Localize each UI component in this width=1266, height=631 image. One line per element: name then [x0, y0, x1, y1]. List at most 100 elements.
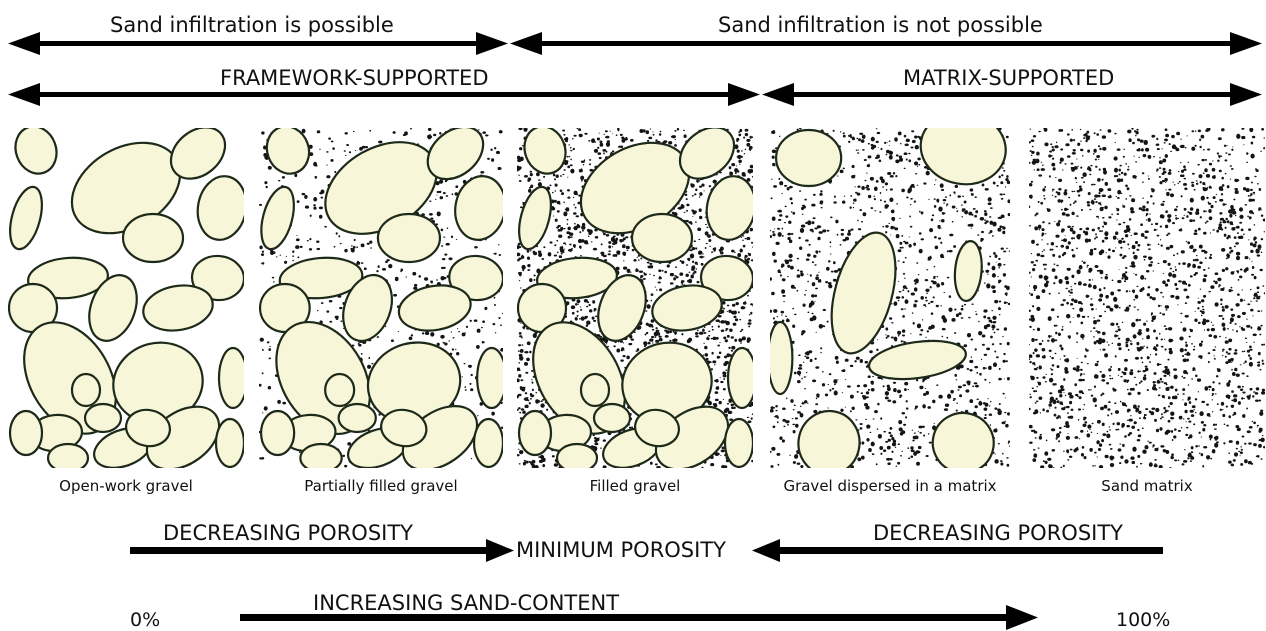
sand-grain: [599, 141, 602, 144]
sand-grain: [850, 410, 852, 412]
sand-grain: [797, 463, 801, 465]
sand-grain: [329, 300, 333, 302]
sand-grain: [645, 333, 647, 335]
sand-grain: [1005, 397, 1006, 398]
sand-grain: [925, 337, 927, 338]
sand-grain: [494, 304, 496, 306]
sand-grain: [773, 317, 775, 319]
sand-grain: [531, 370, 533, 372]
sand-grain: [1000, 181, 1003, 184]
sand-grain: [559, 255, 562, 258]
sand-grain: [413, 287, 417, 290]
sand-grain: [588, 235, 589, 237]
sand-grain: [304, 195, 307, 199]
sand-grain: [910, 204, 912, 205]
sand-grain: [902, 335, 905, 337]
sand-grain: [805, 239, 809, 241]
sand-grain: [580, 309, 582, 311]
sand-grain: [954, 332, 956, 334]
sand-grain: [280, 255, 282, 256]
sand-grain: [662, 270, 664, 272]
sand-grain: [892, 400, 896, 403]
sand-grain: [770, 310, 772, 313]
sand-grain: [964, 201, 967, 204]
sand-grain: [941, 282, 944, 285]
sand-grain: [932, 400, 935, 404]
sand-grain: [535, 392, 537, 393]
sand-grain: [1002, 226, 1004, 227]
sand-grain: [268, 348, 270, 351]
sand-grain: [711, 251, 713, 253]
sand-grain: [926, 269, 928, 270]
sand-grain: [947, 394, 951, 399]
sand-grain: [997, 409, 1001, 412]
sand-grain: [367, 243, 370, 245]
sand-grain: [998, 443, 1000, 445]
sand-grain: [519, 335, 522, 337]
sand-grain: [864, 403, 868, 406]
sand-grain: [804, 400, 807, 403]
sand-grain: [470, 320, 472, 322]
sand-grain: [863, 395, 867, 400]
sand-grain: [699, 192, 702, 196]
sand-grain: [907, 290, 909, 292]
sand-grain: [860, 427, 863, 430]
sand-grain: [862, 149, 865, 151]
sand-grain: [621, 349, 623, 351]
sand-grain: [743, 302, 747, 305]
sand-grain: [705, 224, 707, 225]
gravel-pebble: [325, 374, 354, 406]
sand-grain: [499, 130, 503, 133]
sand-grain: [649, 273, 650, 275]
sand-grain: [784, 222, 786, 223]
sand-grain: [797, 290, 799, 292]
sand-grain: [716, 453, 720, 456]
sand-grain: [648, 266, 649, 267]
sand-grain: [871, 137, 875, 142]
sand-grain: [906, 158, 908, 160]
sand-grain: [998, 258, 1000, 260]
sand-grain: [659, 276, 660, 277]
sand-grain: [816, 332, 817, 333]
sand-grain: [814, 358, 816, 360]
sand-grain: [917, 185, 919, 186]
sand-grain: [887, 462, 890, 465]
sand-grain: [993, 182, 996, 185]
sand-grain: [970, 188, 974, 191]
sand-grain: [951, 318, 955, 322]
sand-grain: [358, 344, 361, 347]
sand-grain: [658, 336, 661, 338]
sand-grain: [524, 362, 528, 366]
sand-grain: [799, 246, 802, 250]
sand-grain: [725, 339, 728, 342]
sand-grain: [919, 232, 922, 234]
sand-grain: [985, 403, 989, 407]
sand-grain: [871, 442, 875, 447]
sand-grain: [801, 378, 803, 380]
sand-grain: [313, 197, 317, 202]
gravel-pebble: [581, 374, 609, 406]
sand-grain: [807, 274, 808, 275]
sand-grain: [605, 136, 607, 138]
sand-grain: [264, 181, 267, 184]
sand-grain: [922, 404, 926, 408]
sand-grain: [321, 302, 324, 304]
panel-filled-gravel: [517, 128, 753, 468]
sand-grain: [936, 199, 939, 203]
sand-grain: [991, 325, 995, 329]
sand-grain: [855, 192, 858, 194]
sand-grain: [992, 266, 996, 271]
sand-grain: [725, 361, 729, 365]
sand-grain: [858, 138, 861, 141]
sand-grain: [1001, 174, 1003, 176]
sand-grain: [563, 212, 567, 217]
sand-grain: [669, 340, 671, 342]
sand-grain: [840, 409, 843, 412]
sand-grain: [521, 408, 524, 411]
sand-grain: [994, 459, 998, 464]
sand-grain: [712, 360, 716, 363]
sand-grain: [854, 175, 856, 176]
sand-grain: [789, 259, 793, 262]
sand-grain: [914, 245, 916, 246]
sand-grain: [889, 317, 892, 320]
